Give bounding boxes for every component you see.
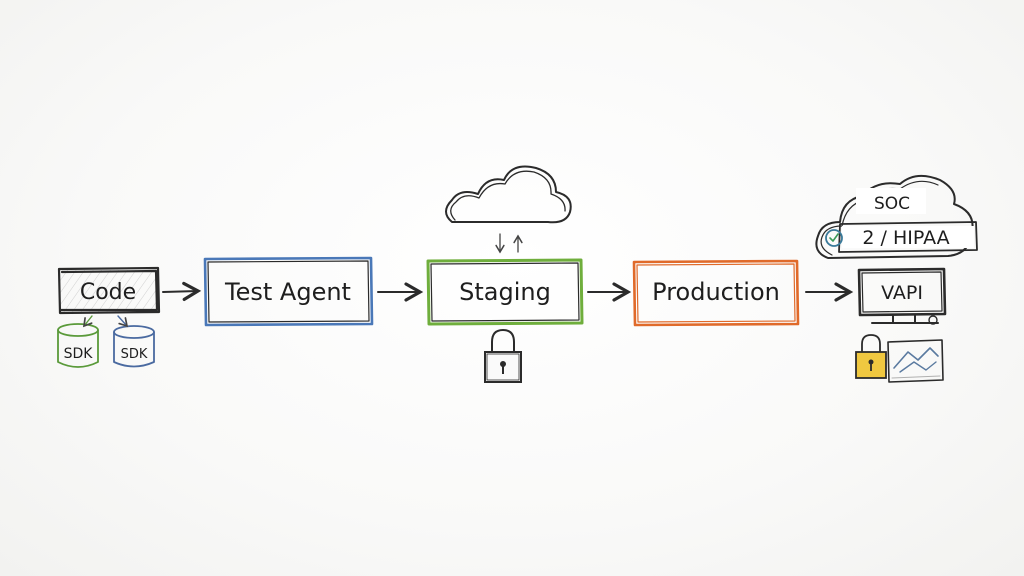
node-code: Code bbox=[57, 266, 161, 315]
node-staging-label: Staging bbox=[459, 278, 551, 306]
soc-label-bg bbox=[856, 188, 926, 214]
compliance-cloud: SOC 2 / HIPAA bbox=[815, 174, 978, 259]
node-production-label: Production bbox=[652, 278, 780, 306]
node-test-agent-inner-border bbox=[207, 260, 370, 323]
database-icon bbox=[113, 325, 155, 368]
node-vapi: VAPI bbox=[857, 267, 947, 325]
sdk-badge-1-label: SDK bbox=[64, 346, 94, 362]
node-production-inner-border bbox=[636, 263, 796, 323]
monitor-icon bbox=[857, 267, 947, 325]
node-vapi-label: VAPI bbox=[881, 282, 923, 304]
node-staging-border bbox=[426, 258, 584, 326]
sdk-badge-2-label: SDK bbox=[121, 347, 148, 362]
code-to-sdk-arrow-1 bbox=[82, 315, 93, 328]
node-production: Production bbox=[632, 259, 800, 327]
node-test-agent: Test Agent bbox=[203, 256, 374, 327]
compliance-line-1: SOC bbox=[874, 194, 910, 214]
shield-check-icon bbox=[825, 229, 843, 247]
node-code-fill bbox=[60, 270, 158, 312]
node-code-label: Code bbox=[80, 280, 136, 305]
node-staging-inner-border bbox=[430, 262, 580, 322]
lock-icon bbox=[484, 329, 522, 383]
node-production-border bbox=[632, 259, 800, 327]
node-test-agent-label: Test Agent bbox=[224, 278, 351, 306]
sdk-badge-2: SDK bbox=[113, 325, 155, 368]
code-to-sdk-arrow-2 bbox=[117, 315, 129, 328]
cloud-icon bbox=[815, 174, 974, 259]
lock-icon bbox=[855, 334, 887, 379]
cloud-icon bbox=[445, 165, 572, 224]
compliance-line-2: 2 / HIPAA bbox=[862, 227, 949, 249]
node-test-agent-border bbox=[203, 256, 374, 327]
handshake-icon bbox=[887, 339, 944, 383]
arrow-code-to-test-agent bbox=[162, 281, 202, 301]
hipaa-box-border bbox=[838, 221, 978, 253]
node-staging: Staging bbox=[426, 258, 584, 326]
hipaa-box-fill bbox=[842, 226, 974, 248]
node-code-border bbox=[57, 266, 161, 315]
database-icon bbox=[57, 323, 99, 368]
sdk-badge-1: SDK bbox=[57, 323, 99, 368]
